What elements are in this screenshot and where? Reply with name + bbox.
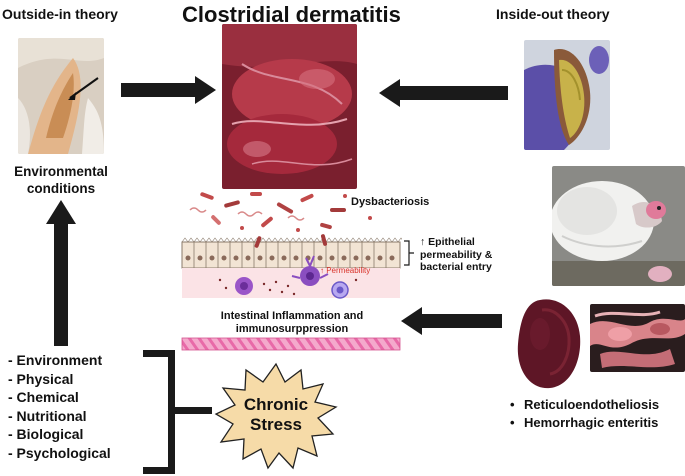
intestinal-schematic [180, 188, 402, 354]
disease-list: Reticuloendotheliosis Hemorrhagic enteri… [510, 396, 659, 432]
permeability-tag: ↑ Permeability [320, 266, 371, 275]
disease-item: Hemorrhagic enteritis [510, 414, 659, 432]
inside-out-title: Inside-out theory [496, 6, 610, 22]
stressors-bracket [143, 350, 212, 474]
dysbacteriosis-label: Dysbacteriosis [351, 196, 430, 208]
environmental-conditions-label: Environmental conditions [14, 164, 108, 196]
stressor-item: - Psychological [8, 444, 111, 461]
turkey-photo [552, 166, 685, 286]
chronic-stress-line1: Chronic [243, 395, 309, 414]
lumen-bacteria [189, 192, 372, 232]
spleen-photo [512, 296, 586, 392]
chronic-stress-burst: Chronic Stress [213, 362, 339, 470]
epithelium-layer [181, 234, 402, 269]
epithelial-permeability-label: ↑ Epithelial permeability & bacterial en… [420, 236, 493, 273]
arrow-up-environmental [46, 200, 76, 346]
arrow-outside-in [121, 76, 216, 104]
stressors-list: - Environment - Physical - Chemical - Nu… [8, 351, 111, 463]
arrow-inside-out [379, 79, 508, 107]
dermatitis-tissue-photo [222, 24, 357, 189]
main-title: Clostridial dermatitis [182, 2, 401, 27]
epithelial-bracket [404, 240, 414, 266]
inflammation-label: Intestinal Inflammation and immunosurppr… [220, 310, 364, 335]
stressor-item: - Environment [8, 352, 103, 368]
disease-item: Reticuloendotheliosis [510, 396, 659, 414]
outside-in-title: Outside-in theory [2, 6, 118, 22]
muscle-layer [181, 337, 401, 351]
intestine-hand-photo [524, 40, 610, 150]
starburst-shape [214, 362, 338, 470]
chronic-stress-line2: Stress [250, 415, 302, 434]
skin-lesion-photo [18, 38, 104, 154]
hemorrhagic-intestine-photo [590, 304, 685, 372]
stressor-item: - Nutritional [8, 407, 87, 424]
lamina-propria [182, 255, 400, 299]
stressor-item: - Physical [8, 370, 74, 387]
stressor-item: - Biological [8, 426, 84, 443]
stressor-item: - Chemical [8, 389, 79, 406]
arrow-disease-to-intestine [401, 307, 502, 335]
